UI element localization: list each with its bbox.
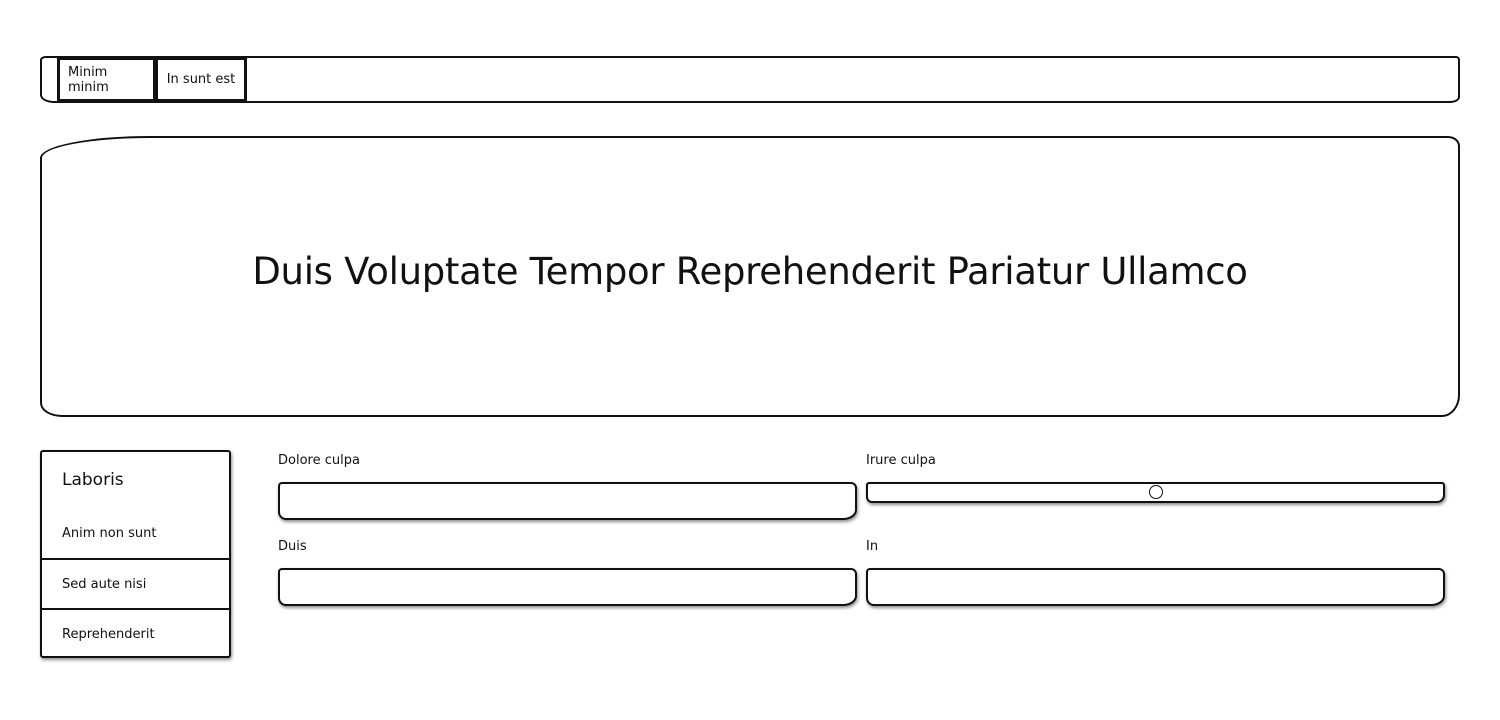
- tab-label: Minim minim: [68, 64, 109, 95]
- dolore-culpa-input[interactable]: [278, 482, 857, 520]
- irure-culpa-label: Irure culpa: [866, 453, 936, 468]
- tab-label: In sunt est: [166, 72, 236, 87]
- tab-minim-minim[interactable]: Minim minim: [57, 57, 156, 102]
- duis-label: Duis: [278, 539, 307, 554]
- tab-in-sunt-est[interactable]: In sunt est: [155, 57, 247, 102]
- sidebar-item-anim-non-sunt[interactable]: Anim non sunt: [42, 508, 229, 558]
- dolore-culpa-label: Dolore culpa: [278, 453, 360, 468]
- in-label: In: [866, 539, 879, 554]
- irure-culpa-slider[interactable]: [866, 482, 1445, 503]
- in-input[interactable]: [866, 568, 1445, 606]
- sidebar-title: Laboris: [62, 470, 124, 490]
- sidebar-item-reprehenderit[interactable]: Reprehenderit: [42, 608, 229, 658]
- sidebar-item-label: Anim non sunt: [62, 525, 157, 541]
- top-nav-bar: [40, 56, 1460, 103]
- duis-input[interactable]: [278, 568, 857, 606]
- nav-tabs: Minim minim In sunt est: [57, 57, 247, 102]
- sidebar-item-sed-aute-nisi[interactable]: Sed aute nisi: [42, 558, 229, 608]
- sidebar: Laboris Anim non sunt Sed aute nisi Repr…: [40, 450, 231, 658]
- sidebar-item-label: Reprehenderit: [62, 626, 155, 642]
- hero-title: Duis Voluptate Tempor Reprehenderit Pari…: [252, 250, 1248, 293]
- slider-thumb[interactable]: [1148, 485, 1163, 499]
- sidebar-item-label: Sed aute nisi: [62, 576, 147, 592]
- hero-panel: Duis Voluptate Tempor Reprehenderit Pari…: [40, 136, 1460, 417]
